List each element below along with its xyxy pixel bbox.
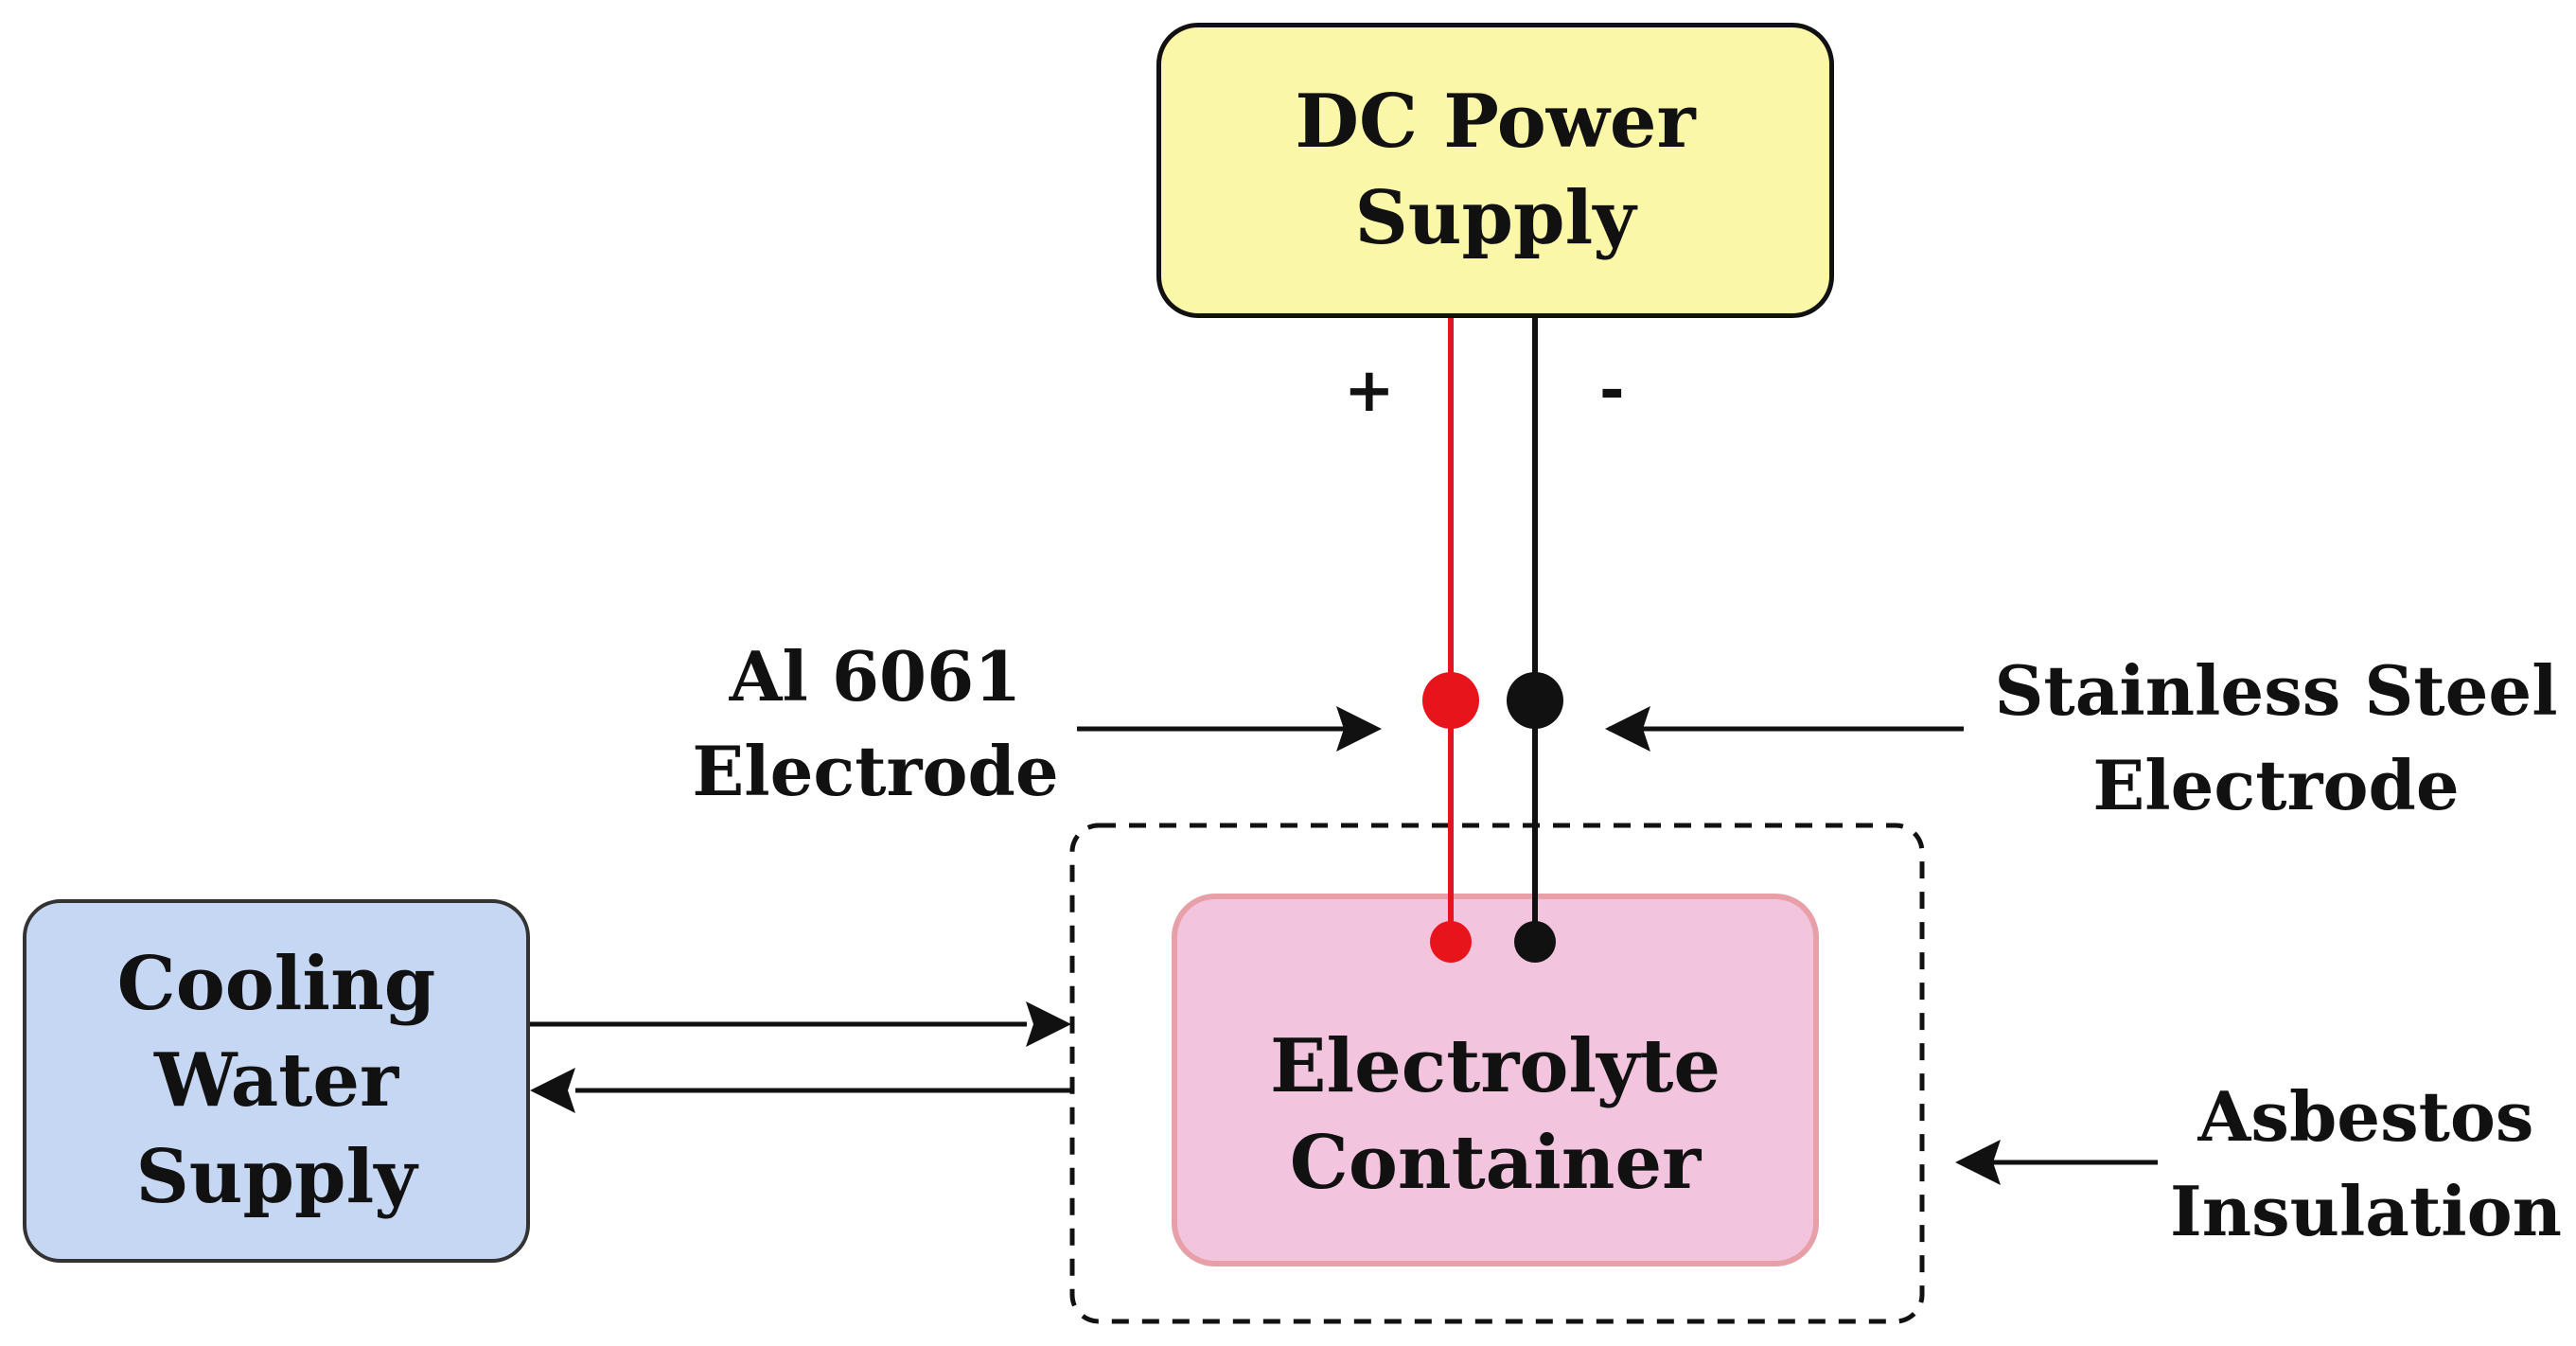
dc-power-line2: Supply [1354, 175, 1636, 261]
electrolyte-line1: Electrolyte [1270, 1023, 1720, 1109]
cooling-water-supply-box: Cooling Water Supply [23, 899, 530, 1263]
positive-terminal-sign: + [1344, 356, 1395, 426]
ss-electrode-label-line1: Stainless Steel [1994, 650, 2558, 731]
negative-terminal-sign: - [1599, 356, 1625, 426]
asbestos-label-line1: Asbestos [2197, 1076, 2534, 1157]
cooling-inflow-arrowhead [1026, 1001, 1071, 1047]
dc-power-line1: DC Power [1295, 79, 1696, 165]
ss-electrode-arrowhead [1605, 706, 1650, 752]
asbestos-insulation-boundary [1069, 823, 1925, 1324]
al-electrode-label-line2: Electrode [692, 731, 1059, 811]
asbestos-insulation-label: Asbestos Insulation [2167, 1070, 2565, 1259]
cooling-line3: Supply [135, 1134, 417, 1220]
al-electrode-label-line1: Al 6061 [729, 636, 1022, 717]
cooling-line1: Cooling [116, 941, 436, 1027]
electrolyte-container-box: Electrolyte Container [1172, 894, 1819, 1266]
ss-electrode-immersed-dot [1514, 921, 1556, 963]
ss-electrode-label-line2: Electrode [2092, 745, 2460, 825]
ss-electrode-terminal-dot [1507, 672, 1563, 729]
cooling-line2: Water [153, 1037, 399, 1124]
dc-power-supply-box: DC Power Supply [1156, 23, 1834, 318]
electrolyte-line2: Container [1289, 1120, 1702, 1206]
al-electrode-arrowhead-solid [1336, 706, 1382, 752]
al-electrode-terminal-dot [1422, 672, 1479, 729]
cooling-return-arrowhead [530, 1068, 575, 1113]
al-electrode-label: Al 6061 Electrode [681, 629, 1069, 819]
asbestos-label-line2: Insulation [2170, 1171, 2562, 1251]
stainless-steel-electrode-label: Stainless Steel Electrode [1987, 644, 2565, 833]
al-electrode-immersed-dot [1430, 921, 1472, 963]
asbestos-arrowhead [1955, 1140, 2001, 1185]
